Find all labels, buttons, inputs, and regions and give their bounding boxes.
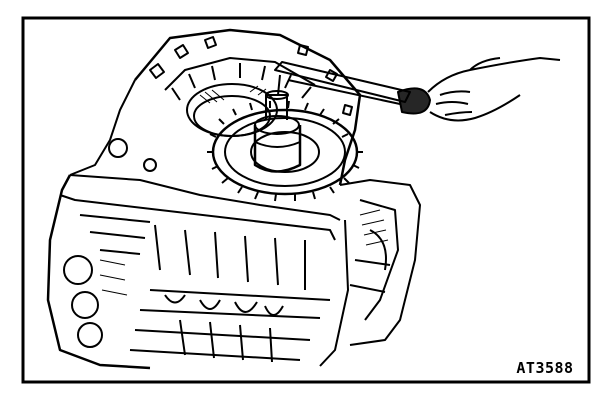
transaxle-case: [46, 28, 561, 370]
shading: [99, 85, 389, 296]
torque-wrench: [274, 61, 431, 115]
figure-code-label: AT3588: [516, 359, 574, 377]
figure-frame: [21, 16, 591, 384]
gear-teeth: [207, 100, 363, 202]
hand: [427, 57, 561, 122]
